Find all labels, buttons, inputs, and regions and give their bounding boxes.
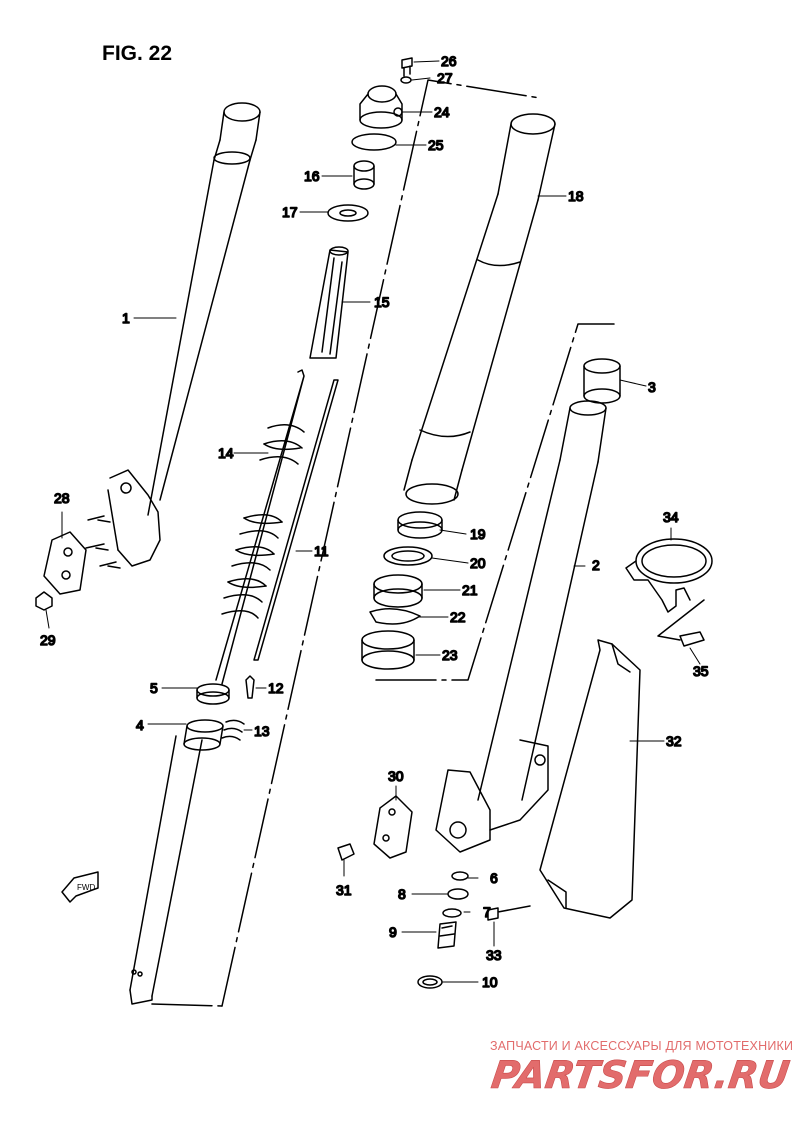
- part-15-cartridge: [309, 246, 349, 359]
- watermark-caption: ЗАПЧАСТИ И АКСЕССУАРЫ ДЛЯ МОТОТЕХНИКИ: [490, 1039, 794, 1053]
- callout-24: 24: [434, 104, 450, 120]
- part-4-seal: [183, 719, 224, 751]
- watermark-logo: PARTSFOR.RU: [488, 1054, 792, 1098]
- part-8-washer: [447, 888, 469, 900]
- callout-28: 28: [54, 490, 70, 506]
- part-1-lower-tube: [129, 79, 541, 1007]
- part-6-washer: [451, 871, 469, 881]
- callout-7: 7: [483, 904, 491, 920]
- callout-27: 27: [437, 70, 453, 86]
- part-12-pin: [245, 675, 255, 699]
- part-13-spring: [221, 719, 245, 741]
- part-21-oil-seal: [373, 574, 423, 608]
- callout-6: 6: [490, 870, 498, 886]
- part-7-oring: [442, 908, 462, 918]
- callout-25: 25: [428, 137, 444, 153]
- callout-1: 1: [122, 310, 130, 326]
- callout-23: 23: [442, 647, 458, 663]
- callout-5: 5: [150, 680, 158, 696]
- part-35-bolt: [679, 631, 705, 647]
- leader-lines: [45, 60, 701, 983]
- callout-19: 19: [470, 526, 486, 542]
- part-34-clamp: [625, 538, 713, 641]
- fwd-arrow-icon: FWD: [61, 871, 99, 903]
- callout-33: 33: [486, 947, 502, 963]
- callout-31: 31: [336, 882, 352, 898]
- part-20-washer: [383, 546, 433, 566]
- part-5-ring: [196, 683, 230, 705]
- callout-2: 2: [592, 557, 600, 573]
- part-16-bushing: [353, 160, 375, 190]
- part-10-washer: [417, 975, 443, 989]
- part-1-inner-tube: [107, 102, 261, 567]
- callout-20: 20: [470, 555, 486, 571]
- part-19-bushing: [397, 511, 443, 539]
- callout-10: 10: [482, 974, 498, 990]
- callout-numbers: 1 2 3 4 5 6 7 8 9 10 11 12 13 14 15 16 1…: [39, 52, 709, 991]
- part-31-bolt: [337, 843, 355, 861]
- part-24-cap: [359, 85, 403, 129]
- callout-15: 15: [374, 294, 390, 310]
- callout-12: 12: [268, 680, 284, 696]
- figure-title: FIG. 22: [102, 42, 173, 65]
- part-26-bolt: [401, 57, 413, 77]
- callout-9: 9: [389, 924, 397, 940]
- callout-11: 11: [314, 543, 329, 559]
- callout-21: 21: [462, 582, 478, 598]
- part-32-fork-guard: [539, 639, 641, 919]
- part-18-outer-tube: [403, 113, 556, 505]
- callout-26: 26: [441, 53, 457, 69]
- callout-8: 8: [398, 886, 406, 902]
- part-3-bushing: [583, 358, 621, 404]
- callout-3: 3: [648, 379, 656, 395]
- callout-14: 14: [218, 445, 234, 461]
- part-14-damper: [215, 369, 305, 685]
- watermark-logo-text: PARTSFOR.RU: [489, 1054, 792, 1098]
- callout-32: 32: [666, 733, 682, 749]
- part-28-bracket: [43, 515, 121, 595]
- part-30-plate: [373, 795, 413, 859]
- part-25-oring: [351, 133, 397, 151]
- part-9-drain-bolt: [437, 921, 457, 949]
- callout-29: 29: [40, 632, 56, 648]
- part-22-clip: [369, 608, 421, 625]
- part-33-screw: [487, 905, 531, 921]
- callout-4: 4: [136, 717, 144, 733]
- group-boundary-line: [375, 323, 615, 681]
- part-11-rod: [253, 379, 339, 661]
- callout-16: 16: [304, 168, 320, 184]
- callout-22: 22: [450, 609, 466, 625]
- callout-13: 13: [254, 723, 270, 739]
- callout-18: 18: [568, 188, 584, 204]
- callout-35: 35: [693, 663, 709, 679]
- callout-30: 30: [388, 768, 404, 784]
- part-17-washer: [327, 204, 369, 222]
- fwd-label: FWD: [77, 883, 95, 892]
- part-29-nut: [35, 591, 53, 611]
- callout-17: 17: [282, 204, 298, 220]
- callout-34: 34: [663, 509, 679, 525]
- part-23-dust-seal: [361, 630, 415, 670]
- part-27-washer: [400, 76, 412, 84]
- part-2-outer-leg: [435, 400, 607, 853]
